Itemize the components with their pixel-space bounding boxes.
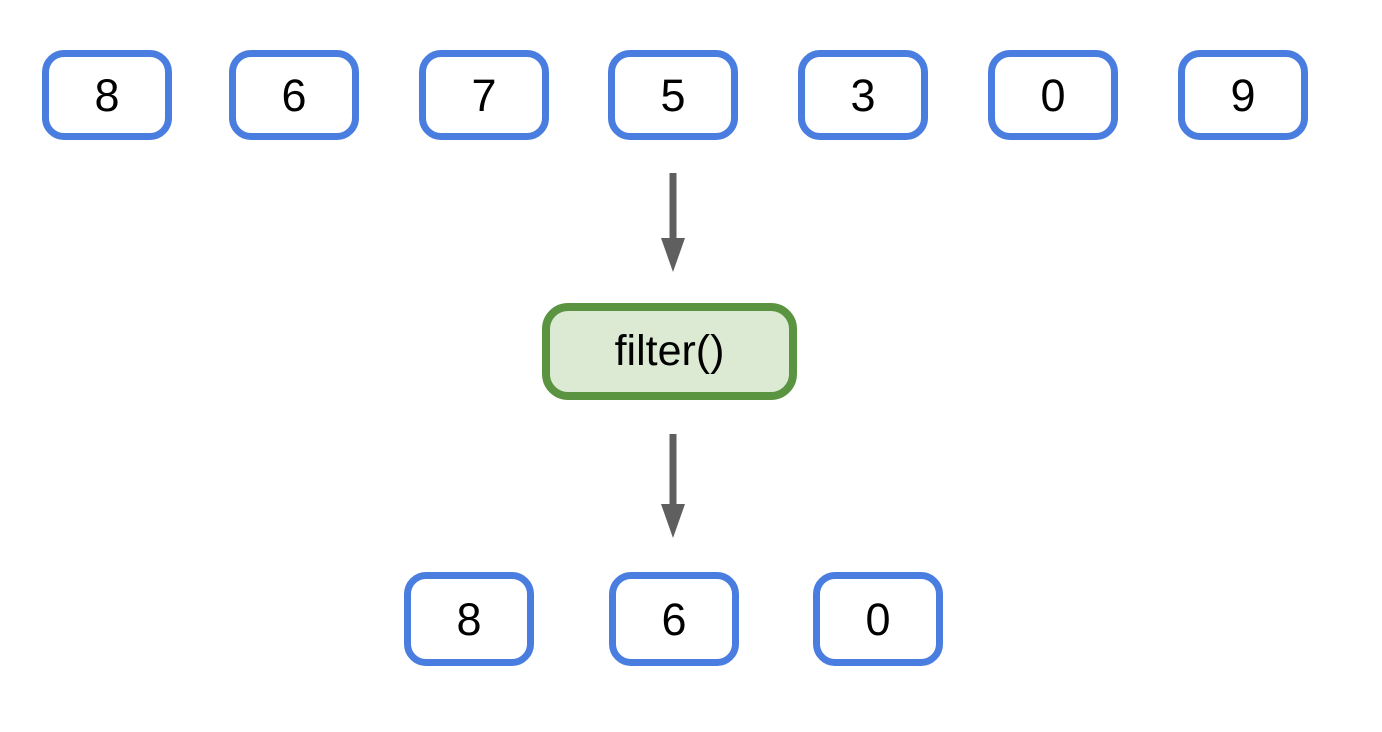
input-value-box: 7	[419, 50, 549, 140]
input-value-box: 6	[229, 50, 359, 140]
filter-function-box: filter()	[542, 303, 797, 400]
input-value-box: 3	[798, 50, 928, 140]
input-value-box: 5	[608, 50, 738, 140]
input-value-box: 0	[988, 50, 1118, 140]
input-value-box: 8	[42, 50, 172, 140]
output-value-box: 8	[404, 572, 534, 666]
arrow-down-icon	[661, 173, 685, 272]
output-value-box: 0	[813, 572, 943, 666]
input-value-box: 9	[1178, 50, 1308, 140]
filter-function-label: filter()	[614, 327, 725, 375]
arrow-down-icon	[661, 434, 685, 538]
output-value-box: 6	[609, 572, 739, 666]
